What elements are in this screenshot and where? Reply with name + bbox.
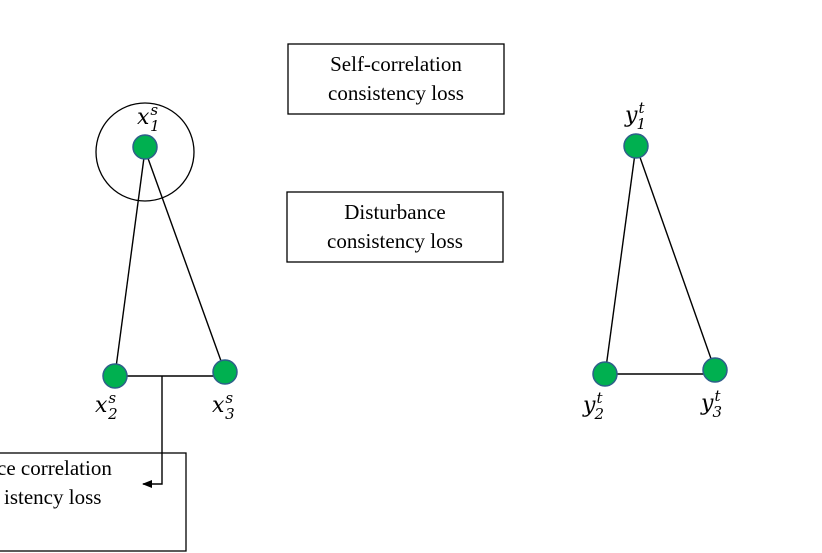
edge-y1-y3 [635, 145, 716, 371]
node-y2 [592, 361, 618, 387]
disturbance-line-1: Disturbance [344, 200, 445, 224]
edge-x1-x2 [114, 149, 146, 376]
node-x1 [132, 134, 158, 160]
self-correlation-line-2: consistency loss [328, 81, 464, 105]
self-correlation-line-1: Self-correlation [330, 52, 462, 76]
disturbance-line-2: consistency loss [327, 229, 463, 253]
node-x3 [212, 359, 238, 385]
edge-y1-y2 [604, 145, 637, 376]
x1-highlight-circle [95, 102, 195, 202]
space-correlation-arrow [142, 376, 163, 488]
space-correlation-line-1: ce correlation [0, 456, 112, 480]
node-x2 [102, 363, 128, 389]
space-correlation-line-2: istency loss [4, 485, 101, 509]
node-y1 [623, 133, 649, 159]
edge-x1-x3 [144, 149, 226, 373]
space-correlation-box: ce correlation istency loss [0, 452, 187, 552]
disturbance-box: Disturbance consistency loss [286, 191, 504, 263]
self-correlation-box: Self-correlation consistency loss [287, 43, 505, 115]
node-y3 [702, 357, 728, 383]
